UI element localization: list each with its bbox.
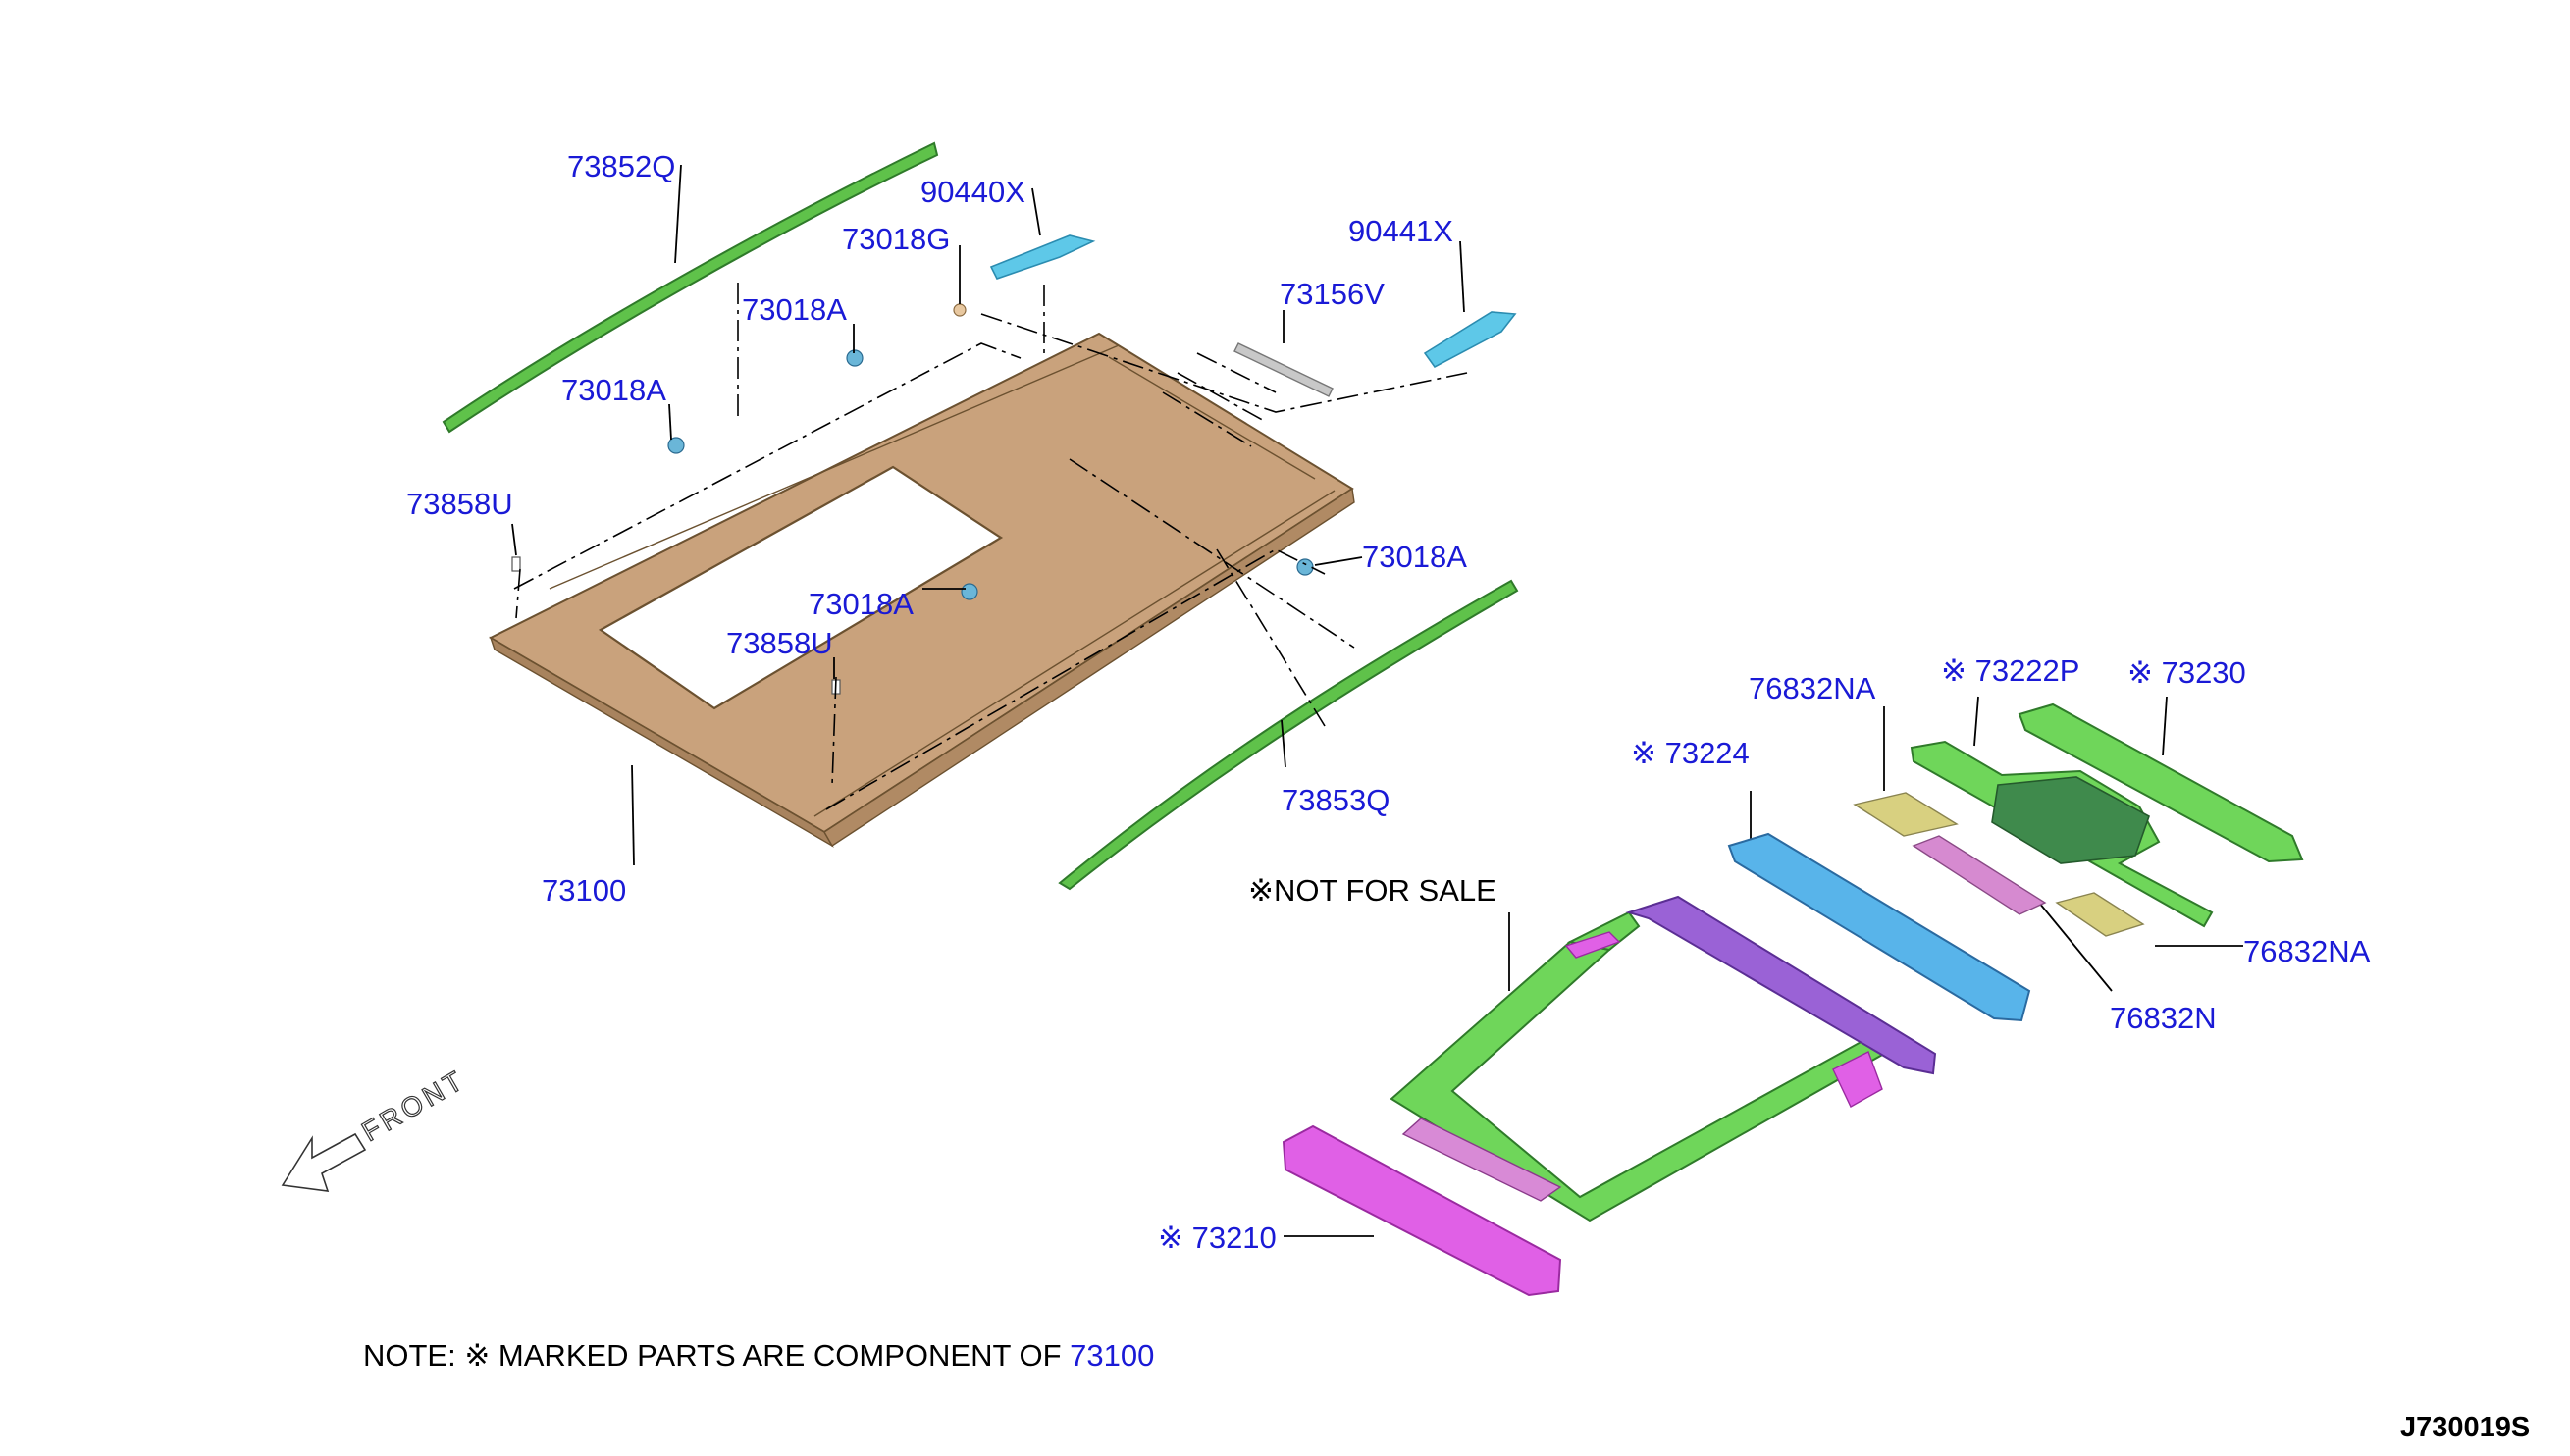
part-label: 76832NA — [1749, 671, 1876, 705]
pad-76832n — [1912, 835, 2047, 915]
part-labels: 73852Q 90440X 73018G 90441X 73018A 73156… — [406, 149, 2371, 1255]
reinforcement-73156v — [1233, 342, 1334, 397]
part-label: 73858U — [406, 487, 513, 521]
part-label: 73852Q — [567, 149, 675, 183]
clip-icon — [953, 303, 967, 317]
part-label: 90440X — [920, 175, 1025, 209]
rear-rail — [1625, 895, 1937, 1075]
part-label: 76832N — [2110, 1001, 2217, 1035]
part-label: ※ 73222P — [1941, 653, 2079, 688]
front-label: FRONT — [357, 1064, 471, 1147]
clip-icon — [667, 437, 685, 454]
pad-76832na-upper — [1853, 792, 1959, 837]
part-label: 73018A — [1362, 540, 1467, 574]
rear-rail-stub — [1832, 1051, 1883, 1108]
front-frame-pad — [1401, 1118, 1562, 1202]
part-label: 73156V — [1280, 277, 1385, 311]
note-prefix: NOTE: ※ MARKED PARTS ARE COMPONENT OF — [363, 1338, 1070, 1373]
not-for-sale-label: ※NOT FOR SALE — [1248, 873, 1496, 908]
part-label: 73018A — [561, 373, 666, 407]
part-label: 73100 — [542, 873, 626, 908]
leader-lines — [511, 164, 2243, 1237]
front-rail — [1282, 1124, 1562, 1297]
assembly-lines — [513, 283, 1468, 810]
part-label: ※ 73224 — [1631, 736, 1750, 770]
roof-bow-73224 — [1727, 832, 2031, 1022]
front-frame-tab — [1564, 931, 1621, 959]
roof-molding-left — [442, 141, 939, 434]
sunroof-frame-assembly — [1282, 895, 1937, 1297]
clip-icon — [846, 349, 864, 367]
clip-icon — [961, 583, 978, 600]
note-text: NOTE: ※ MARKED PARTS ARE COMPONENT OF 73… — [363, 1338, 1154, 1373]
roof-bow-73230 — [2018, 702, 2304, 863]
clip-icons — [511, 303, 1314, 695]
roof-panel — [488, 332, 1355, 848]
part-label: ※ 73230 — [2127, 655, 2246, 690]
note-part-number: 73100 — [1070, 1338, 1154, 1373]
rear-cover-90441x — [1423, 311, 1517, 369]
part-label: 76832NA — [2243, 934, 2371, 968]
roof-molding-right — [1058, 579, 1519, 891]
pad-76832na-lower — [2055, 892, 2145, 937]
part-label: ※ 73210 — [1158, 1221, 1277, 1255]
part-label: 73018A — [809, 587, 914, 621]
roof-bow-73222p-panel — [1991, 776, 2150, 864]
part-label: 73858U — [726, 626, 833, 660]
clip-icon — [1296, 558, 1314, 576]
clip-icon — [511, 556, 521, 572]
part-label: 73018G — [842, 222, 950, 256]
part-label: 73018A — [742, 292, 847, 327]
diagram-code: J730019S — [2400, 1412, 2530, 1443]
front-cover-90440x — [989, 234, 1096, 280]
part-label: 90441X — [1348, 214, 1453, 248]
part-label: 73853Q — [1282, 783, 1390, 817]
front-direction-arrow-icon: FRONT — [281, 1064, 471, 1192]
